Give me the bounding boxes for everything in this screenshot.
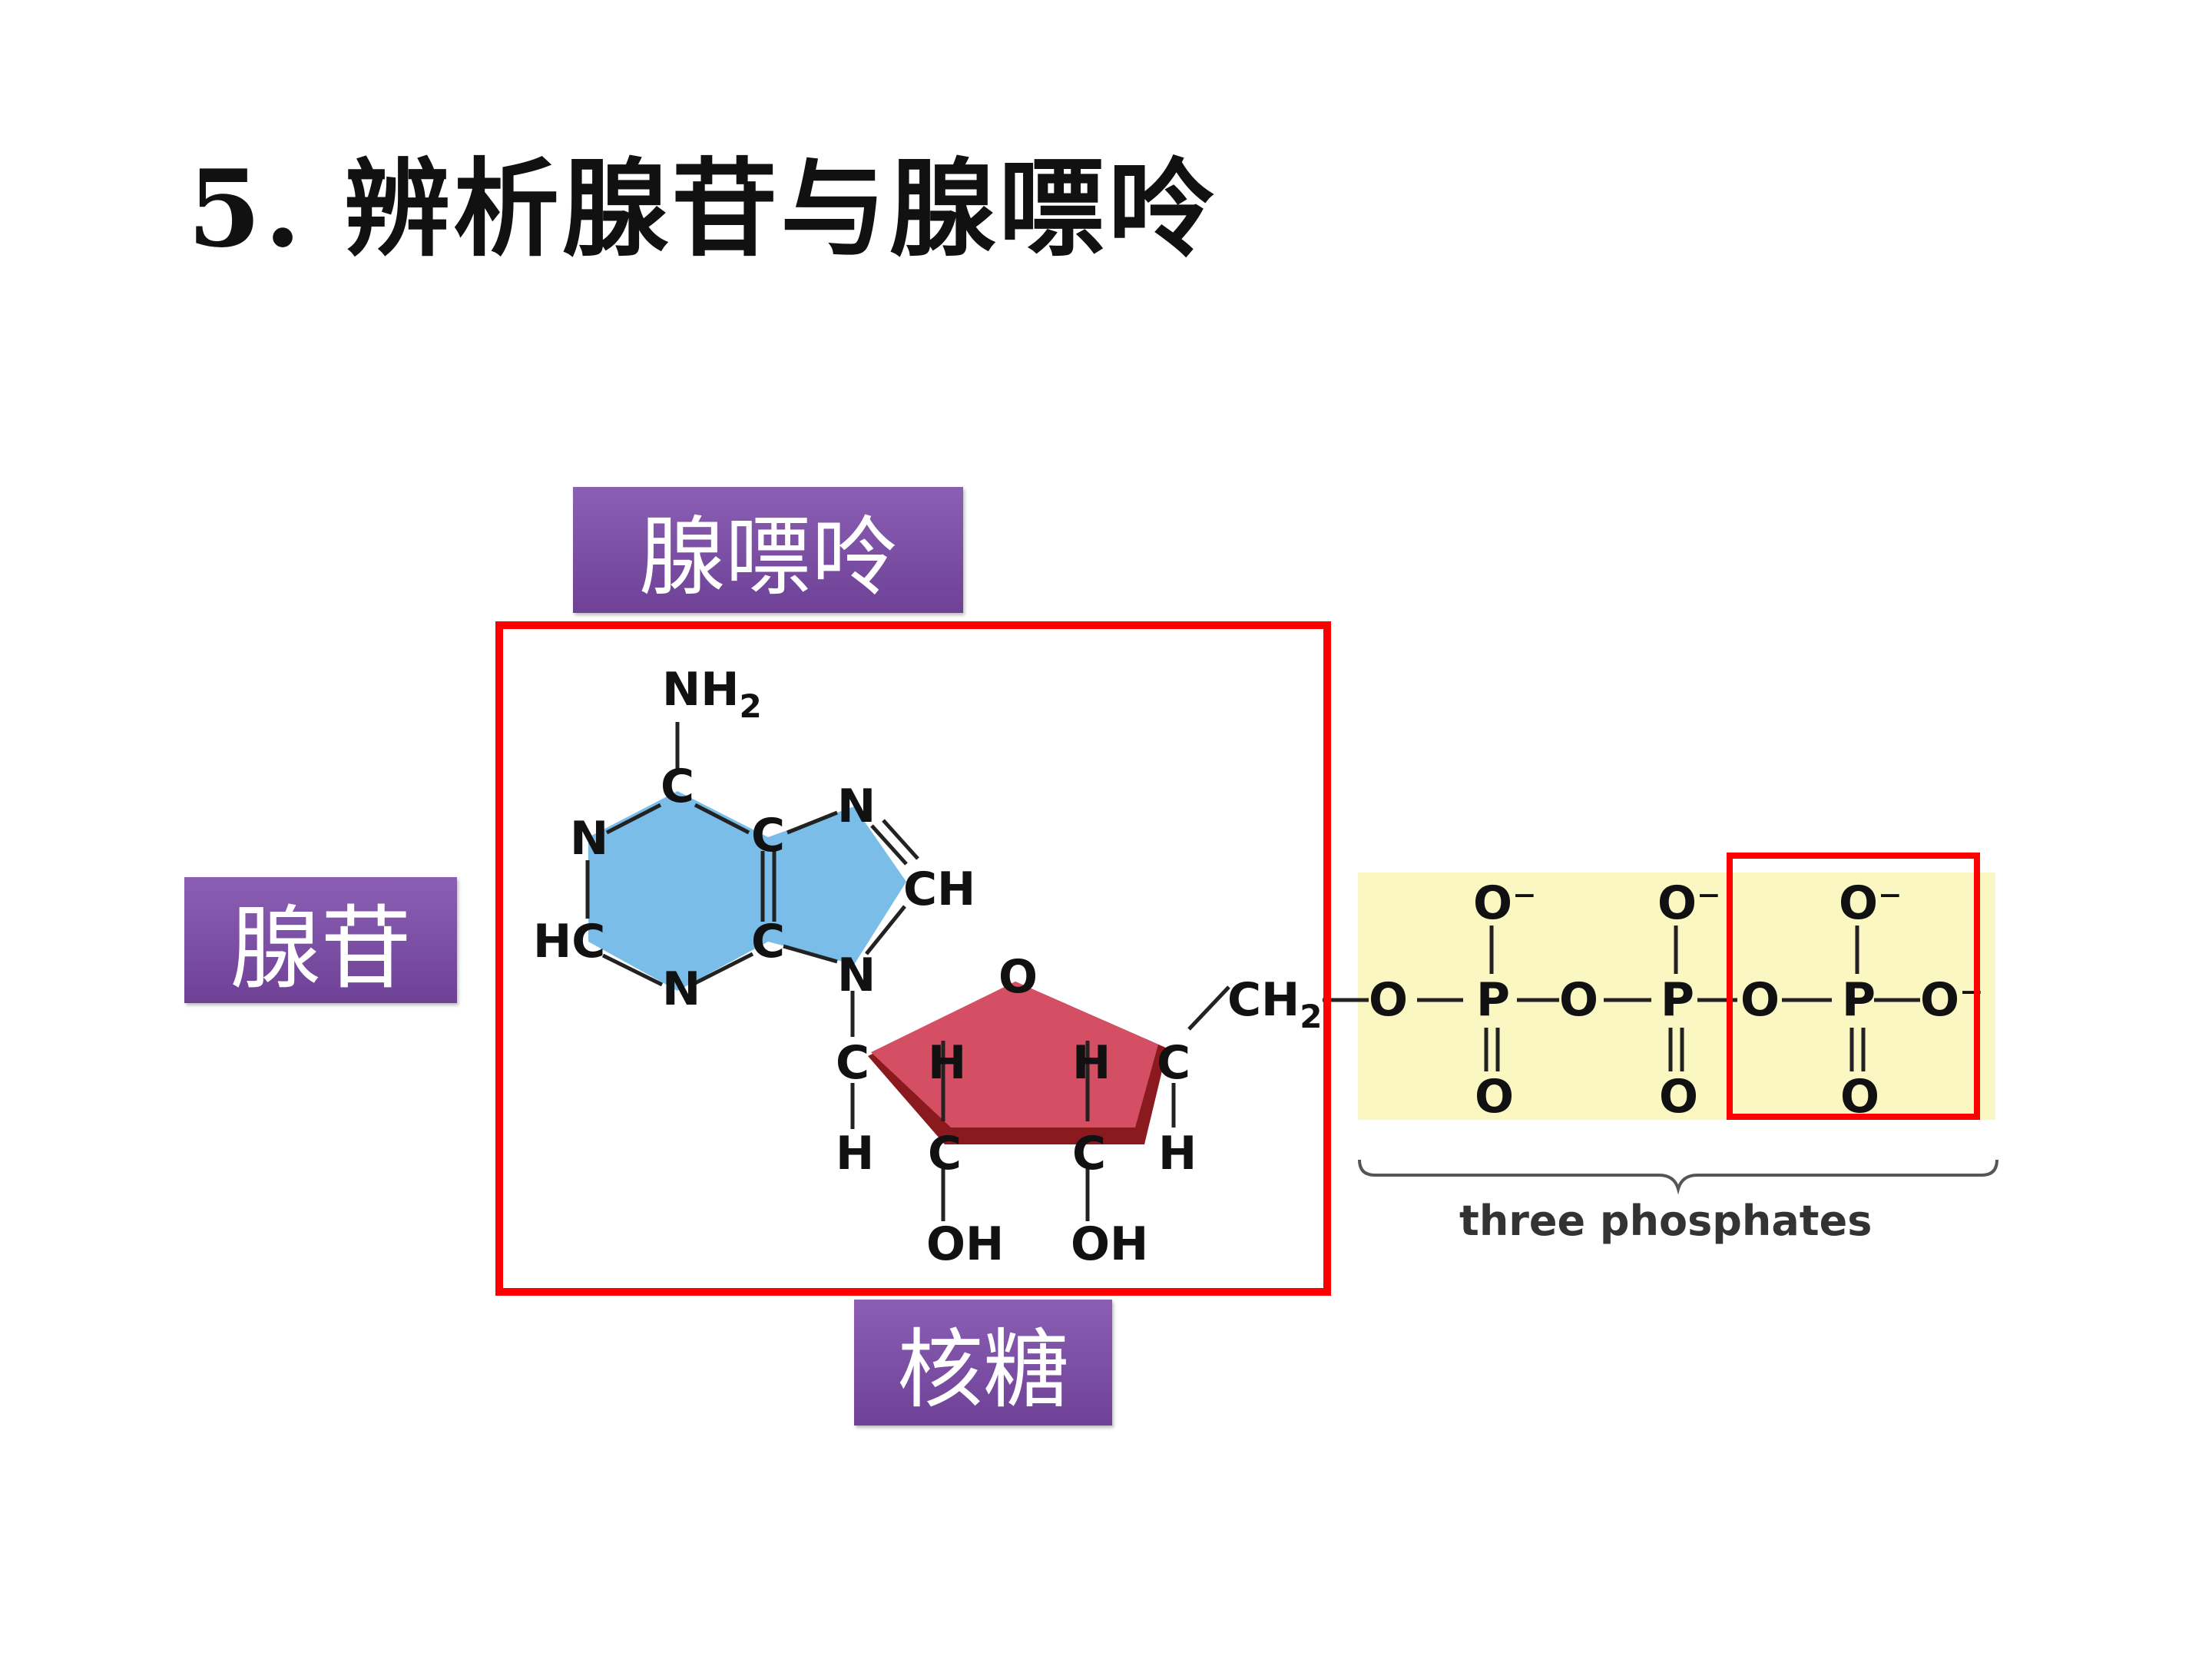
atom-ch: CH	[903, 863, 975, 916]
phosphate-brace	[1358, 1159, 1998, 1195]
adenine-bonds	[585, 722, 919, 1037]
atom-p: P	[1842, 973, 1876, 1027]
phosphate-region	[1358, 873, 1995, 1120]
atom-c: C	[928, 1127, 962, 1181]
atom-c: C	[661, 760, 694, 813]
atom-c: C	[1157, 1036, 1190, 1090]
atom-oh: OH	[926, 1217, 1004, 1271]
atom-c: C	[1072, 1127, 1106, 1181]
atom-n: N	[662, 962, 700, 1016]
ch2-group: CH2	[1227, 973, 1322, 1035]
atom-o: O	[1369, 973, 1408, 1027]
atom-n: N	[837, 949, 876, 1002]
atom-h: H	[1072, 1036, 1111, 1090]
adenosine-label: 腺苷	[184, 877, 457, 1003]
atom-o-minus: O⁻	[1920, 973, 1984, 1027]
atom-c: C	[751, 809, 785, 863]
slide-title: 5. 辨析腺苷与腺嘌呤	[187, 146, 1217, 271]
atom-o: O	[1740, 973, 1780, 1027]
atom-o-minus: O⁻	[1839, 876, 1902, 930]
atom-oh: OH	[1071, 1217, 1148, 1271]
ribose-label: 核糖	[854, 1300, 1112, 1426]
atom-n: N	[570, 812, 608, 866]
adenine-pentagon	[768, 806, 906, 965]
atom-o-minus: O⁻	[1657, 876, 1721, 930]
adenine-ring	[588, 791, 768, 991]
adenine-label: 腺嘌呤	[573, 487, 963, 613]
adenosine-highlight-box	[495, 621, 1331, 1296]
atom-h: H	[928, 1036, 966, 1090]
atom-o: O	[1475, 1070, 1514, 1124]
atom-o: O	[1659, 1070, 1698, 1124]
ribose-bonds	[850, 985, 1230, 1221]
atom-o: O	[1559, 973, 1598, 1027]
atom-h: H	[836, 1127, 874, 1181]
atom-h: H	[1158, 1127, 1197, 1181]
atom-o-minus: O⁻	[1473, 876, 1537, 930]
atom-o: O	[998, 950, 1038, 1004]
atom-c: C	[751, 915, 785, 969]
phosphate-highlight-box	[1727, 853, 1980, 1120]
atom-hc: HC	[533, 915, 605, 969]
phosphates-caption: three phosphates	[1459, 1197, 1872, 1245]
atom-p: P	[1476, 973, 1510, 1027]
atom-c: C	[836, 1036, 869, 1090]
nh2-group: NH2	[662, 663, 762, 725]
atom-n: N	[837, 780, 876, 833]
atom-p: P	[1661, 973, 1694, 1027]
phosphate-bonds	[1323, 926, 1920, 1071]
